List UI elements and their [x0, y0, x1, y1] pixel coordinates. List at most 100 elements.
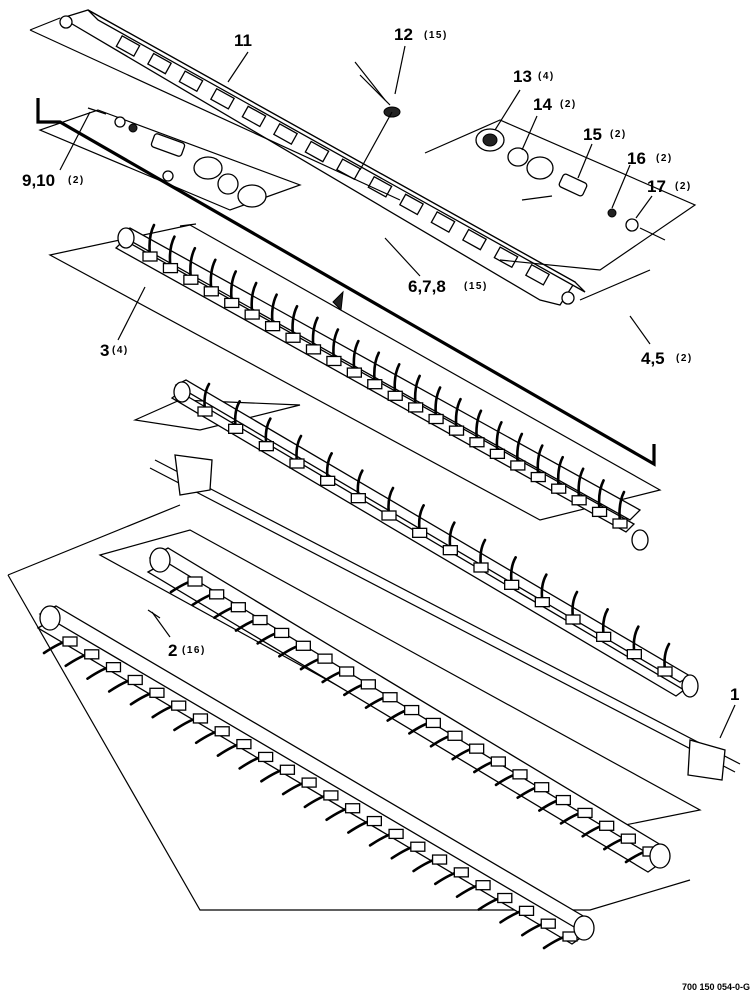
tine-bracket [197, 406, 213, 417]
tine-bracket [209, 589, 225, 600]
tine-bracket [366, 815, 382, 827]
callout-12: 12 (15) [394, 25, 448, 44]
tine-bracket [285, 332, 301, 343]
callout-6-7-8: 6,7,8 (15) [408, 277, 488, 296]
tine-bracket [577, 807, 593, 819]
tine-bracket [410, 841, 426, 852]
tine-bracket [657, 666, 673, 677]
svg-text:12: 12 [394, 25, 413, 44]
callout-16: 16 (2) [627, 149, 673, 168]
tine-bracket [127, 674, 143, 686]
svg-text:9,10: 9,10 [22, 171, 55, 190]
cam-track-assembly [59, 9, 586, 306]
track-slot [209, 87, 236, 110]
svg-text:6,7,8: 6,7,8 [408, 277, 446, 296]
tine-bracket [591, 506, 608, 518]
tine-bracket [301, 777, 317, 788]
tine-bracket [320, 475, 336, 486]
tine-bracket [228, 423, 244, 434]
callout-4-5: 4,5 (2) [641, 349, 693, 368]
tine-bracket [504, 579, 520, 590]
tine-bar-lower [7, 504, 691, 950]
drawing-number: 700 150 054-0-G [682, 982, 750, 992]
tine-bracket [612, 518, 628, 529]
tine-bracket [512, 769, 528, 780]
tine-bracket [555, 794, 571, 806]
svg-text:(15): (15) [424, 30, 448, 41]
tine-bracket [84, 649, 100, 660]
tine-bracket [346, 367, 362, 378]
tine-bracket [149, 687, 165, 698]
tine-bracket [534, 782, 550, 793]
callout-17: 17 (2) [647, 177, 690, 196]
tine-bracket [442, 545, 458, 556]
track-slot [272, 123, 299, 145]
tine-bracket [258, 441, 274, 452]
svg-text:(2): (2) [656, 153, 673, 164]
tine-bracket [62, 636, 78, 647]
tine-bracket [565, 614, 581, 625]
tine-bracket [489, 448, 506, 459]
svg-text:(2): (2) [676, 353, 693, 364]
tine-bracket [236, 738, 252, 750]
tine-bracket [475, 880, 491, 891]
svg-text:(15): (15) [464, 281, 488, 292]
frame-bracket [36, 98, 656, 467]
tine-bracket [203, 286, 219, 297]
tine-bracket [367, 379, 383, 390]
callout-9-10: 9,10 (2) [22, 171, 85, 190]
tine-bracket [388, 828, 404, 840]
right-bearing-group [475, 128, 666, 241]
svg-text:(16): (16) [182, 645, 206, 656]
track-slot [367, 175, 393, 198]
reel-shaft [149, 454, 741, 781]
svg-text:4,5: 4,5 [641, 349, 665, 368]
tine-bracket [192, 713, 209, 724]
tine-bracket [230, 602, 246, 613]
svg-text:3: 3 [100, 341, 109, 360]
tine-bracket [469, 743, 485, 754]
tine-bracket [510, 460, 526, 471]
tine-bracket [224, 297, 240, 309]
tine-bracket [425, 717, 441, 729]
callout-13: 13 (4) [513, 67, 553, 86]
callout-1: 1 [730, 685, 739, 704]
tine-bracket [620, 833, 636, 844]
tine-bracket [497, 892, 513, 904]
svg-text:(2): (2) [68, 175, 85, 186]
tine-bracket [317, 653, 333, 664]
svg-text:(4): (4) [112, 345, 129, 356]
tine-bar-middle [132, 379, 699, 698]
svg-text:2: 2 [168, 641, 177, 660]
tine-bracket [289, 458, 305, 469]
track-slot [304, 140, 330, 163]
tine-bracket [518, 905, 535, 916]
tine-bracket [381, 510, 397, 521]
spring-pin-part [354, 61, 401, 171]
tine-bracket [274, 627, 290, 639]
callout-2: 2 (16) [168, 641, 206, 660]
track-slot [115, 35, 141, 57]
callout-11: 11 [234, 31, 252, 50]
svg-text:(2): (2) [560, 99, 577, 110]
track-slot [178, 70, 204, 93]
tine-bracket [264, 321, 281, 332]
tine-bracket [142, 251, 158, 262]
tine-bracket [323, 790, 339, 801]
track-slot [146, 52, 173, 75]
callout-14: 14 (2) [533, 95, 577, 114]
tine-bracket [596, 631, 612, 642]
tine-bracket [530, 471, 546, 483]
tine-bracket [295, 640, 311, 651]
track-slot [461, 228, 488, 251]
tine-bracket [599, 820, 615, 831]
svg-text:1: 1 [730, 685, 739, 704]
svg-text:14: 14 [533, 95, 552, 114]
tine-bracket [490, 756, 506, 767]
svg-text:16: 16 [627, 149, 646, 168]
tine-bracket [453, 867, 469, 878]
tine-bracket [279, 764, 296, 775]
tine-bracket [162, 262, 179, 274]
tine-bracket [105, 662, 122, 673]
tine-bracket [534, 597, 550, 608]
